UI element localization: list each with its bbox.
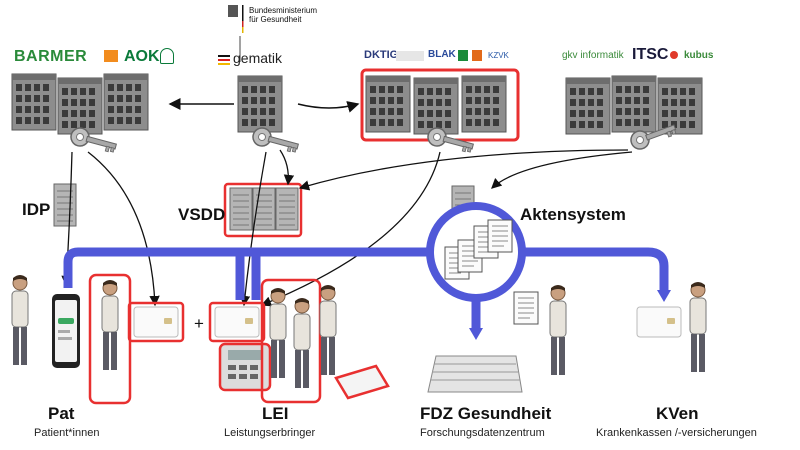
gematik-logo: gematik: [233, 50, 283, 66]
patient-woman: [88, 273, 132, 405]
org-logo-green: [458, 50, 468, 61]
building-gematik: [237, 75, 283, 133]
label-aktensystem: Aktensystem: [520, 205, 626, 224]
connector-device: [334, 364, 390, 400]
building-it-dienstleister: [565, 75, 703, 135]
itsc-logo: ITSC: [632, 46, 669, 63]
gematik-bar-gold: [218, 63, 230, 65]
barmer-logo: BARMER: [14, 48, 88, 65]
itsc-signal-icon: [670, 51, 678, 59]
gkv-informatik-logo: gkv informatik: [562, 50, 624, 61]
barmer-orange-square: [104, 50, 118, 62]
aok-logo: AOK: [124, 48, 160, 65]
building-kassen: [11, 73, 149, 135]
org-logo-orange: [472, 50, 482, 61]
group-subtitle-pat: Patient*innen: [34, 427, 100, 439]
gematik-bar-black: [218, 55, 230, 57]
research-paper-stack: [427, 355, 523, 393]
group-subtitle-kven: Krankenkassen /-versicherungen: [596, 427, 757, 439]
label-vsdd: VSDD: [178, 205, 226, 224]
org-logo-small: [396, 51, 424, 61]
healthcare-professionals: [260, 278, 337, 404]
group-title-pat: Pat: [48, 404, 75, 423]
line-orgs-card-lei: [260, 151, 441, 307]
flow-arrowheads: [469, 290, 671, 340]
card-terminal: [218, 342, 272, 392]
server-idp: [53, 183, 77, 227]
aktensystem-circle: [426, 202, 526, 302]
line-it-vsdd: [298, 149, 629, 191]
ministry-name: Bundesministerium für Gesundheit: [249, 6, 317, 24]
group-title-fdz: FDZ Gesundheit: [420, 404, 552, 423]
smartcard-pat: [127, 301, 185, 343]
group-title-kven: KVen: [656, 404, 699, 423]
kzvk-logo: KZVK: [488, 51, 509, 60]
plus-sign: +: [194, 314, 204, 333]
line-gematik-vsdd: [279, 149, 295, 186]
insurance-employee: [689, 281, 707, 373]
ministry-logo: [228, 5, 244, 33]
aok-tree-icon: [160, 48, 174, 64]
group-title-lei: LEI: [262, 404, 289, 423]
smartphone-app: [52, 294, 80, 368]
ministry-line-1: Bundesministerium: [249, 6, 318, 15]
server-vsdd: [223, 182, 303, 238]
line-kassen-card-pat: [87, 151, 160, 307]
group-subtitle-lei: Leistungserbringer: [224, 427, 316, 439]
label-idp: IDP: [22, 200, 51, 219]
ministry-line-2: für Gesundheit: [249, 15, 302, 24]
smartcard-lei: [208, 301, 266, 343]
group-subtitle-fdz: Forschungsdatenzentrum: [420, 427, 545, 439]
patient-man: [11, 274, 29, 366]
line-gematik-card-lei: [239, 151, 267, 307]
smartcard-kven: [636, 306, 682, 338]
gematik-bar-red: [218, 59, 230, 61]
arrow-gematik-to-orgs: [297, 101, 360, 113]
line-it-aktensystem: [491, 151, 633, 189]
blak-logo: BLAK: [428, 49, 456, 60]
dktig-logo: DKTIG: [364, 49, 399, 61]
kubus-logo: kubus: [684, 50, 714, 61]
researcher-woman: [513, 284, 567, 376]
